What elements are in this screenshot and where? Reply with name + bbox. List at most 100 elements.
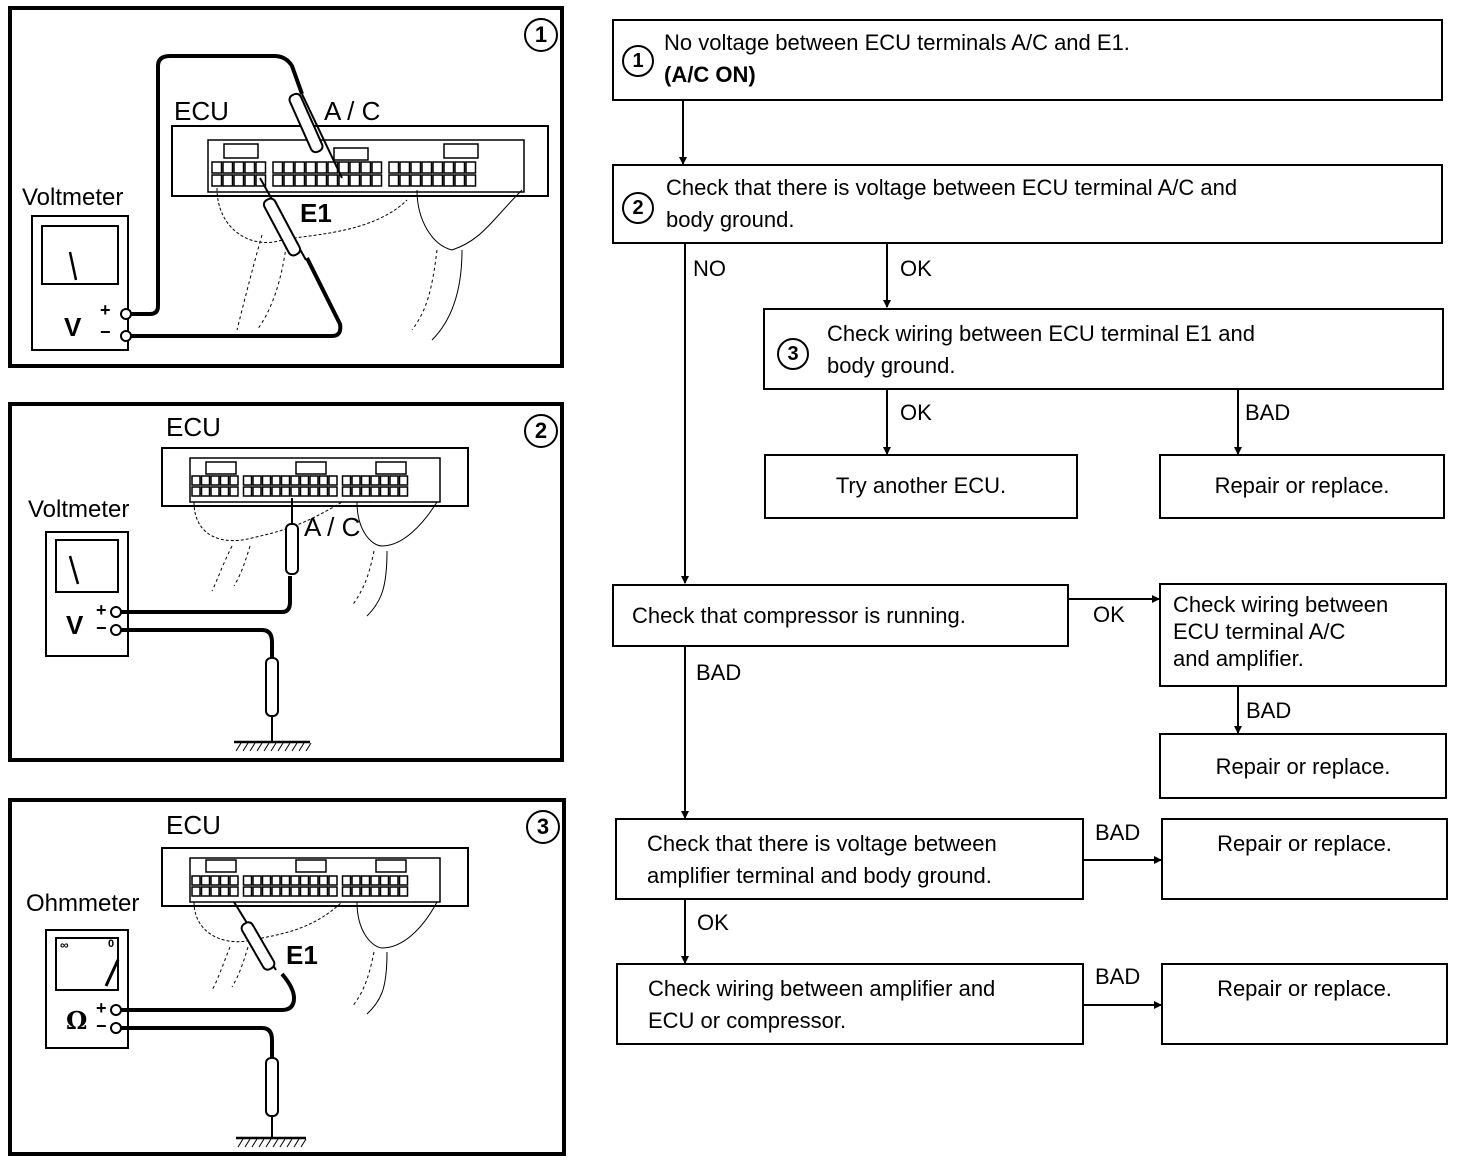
connector-pin [219,475,230,486]
connector-pin [360,886,371,897]
ecu-body [161,447,469,507]
flow-try-another-ecu-box: Try another ECU. [764,454,1078,519]
connector-pin [242,875,253,886]
step-2-line-1: Check that there is voltage between ECU … [666,175,1238,200]
connector-pin [454,174,466,187]
scale-infinity-mark: ∞ [60,938,69,952]
connector-pin [351,475,361,486]
connector-pin [454,161,466,174]
connector-pin [351,875,361,886]
connector-pin [280,475,291,486]
connector-pin [318,886,329,897]
connector-pin [432,161,444,174]
connector-pin [222,161,234,174]
connector-pin [271,486,281,497]
connector-pin [294,161,306,174]
probe-a-c [285,523,299,575]
meter-symbol: Ω [66,1006,88,1035]
terminal-label-a-c: A / C [324,96,381,126]
wiring-ac-amplifier-text: Check wiring between ECU terminal A/C an… [1173,591,1388,672]
connector-pin [398,886,409,897]
connector-pin [299,486,310,497]
connector-pin [261,875,272,886]
connector-pin [360,161,372,174]
illustration-panel-3: 3 ECU E1 Ohmmeter ∞ 0 Ω + − [8,798,566,1156]
voltmeter-ecu-a-c-e1-illustration [31,54,549,351]
connector-pin [200,886,211,897]
connector-pin [280,886,291,897]
amp-voltage-line-1: Check that there is voltage between [647,831,997,856]
step-3-line-1: Check wiring between ECU terminal E1 and [827,321,1255,346]
connector-pin [280,486,291,497]
connector-pin [398,486,409,497]
connector-pin [222,174,234,187]
connector-pin [305,174,317,187]
connector-pin [219,486,230,497]
connector-pin [244,161,256,174]
repair-text: Repair or replace. [1214,473,1390,498]
connector-pin [229,886,239,897]
connector-pin [191,486,201,497]
connector-pin [280,875,291,886]
flow-repair-box: Repair or replace. [1159,733,1447,799]
connector-pin [370,886,380,897]
connector-pin [309,875,319,886]
connector-pin [328,486,338,497]
connector-pin [379,875,390,886]
connector-pin [272,161,284,174]
edge-label-bad: BAD [1245,400,1291,425]
terminal-label-a-c: A / C [304,512,361,542]
connector-pin [211,161,223,174]
connector-pin [309,886,319,897]
connector-pin [410,174,422,187]
voltmeter-label: Voltmeter [28,496,130,523]
meter-symbol: V [66,610,84,640]
illustration-panel-1: 1 ECU A / C E1 Voltmeter V + − [8,6,564,368]
amplifier-voltage-text: Check that there is voltage between ampl… [647,828,997,892]
edge-label-ok: OK [900,400,932,425]
connector-pin [229,486,239,497]
step-number-badge: 1 [622,45,654,77]
flow-amplifier-voltage-box: Check that there is voltage between ampl… [615,818,1084,900]
connector-pin [410,161,422,174]
connector-pin [299,875,310,886]
repair-text: Repair or replace. [1217,976,1392,1001]
connector-pin [389,475,399,486]
connector-pin [318,475,329,486]
repair-text: Repair or replace. [1217,831,1392,856]
connector-pin [261,486,272,497]
connector-pin [398,475,409,486]
minus-terminal-label: − [96,618,107,638]
connector-pin [370,475,380,486]
panel-number-badge: 2 [524,414,558,448]
repair-text: Repair or replace. [1215,754,1391,779]
wiring-amp-ecu-line-2: ECU or compressor. [648,1008,847,1033]
connector-pin [360,875,371,886]
probe-e1 [240,921,276,971]
step-number-badge: 2 [622,192,654,224]
edge-label-bad: BAD [1095,820,1141,845]
panel-number-badge: 1 [524,18,558,52]
step-1-text: No voltage between ECU terminals A/C and… [664,27,1130,91]
panel-number-badge: 3 [526,810,560,844]
ecu-label: ECU [166,810,221,840]
connector-pin [283,161,295,174]
connector-pin [252,886,262,897]
connector-pin [379,486,390,497]
connector-pin [255,174,267,187]
connector-pin [191,886,201,897]
connector-pin [233,161,245,174]
connector-pin [341,486,352,497]
connector-pin [316,161,328,174]
ohmmeter-ecu-e1-ground-illustration [45,847,469,1148]
connector-pin [242,886,253,897]
illustration-panel-2: 2 ECU A / C Voltmeter V + − [8,402,564,762]
connector-pin [328,475,338,486]
terminal-label-e1: E1 [286,940,318,970]
connector-pin [341,875,352,886]
connector-pin [271,886,281,897]
connector-pin [371,174,383,187]
connector-pin [349,161,361,174]
wiring-amp-ecu-line-1: Check wiring between amplifier and [648,976,996,1001]
connector-pin [210,475,220,486]
